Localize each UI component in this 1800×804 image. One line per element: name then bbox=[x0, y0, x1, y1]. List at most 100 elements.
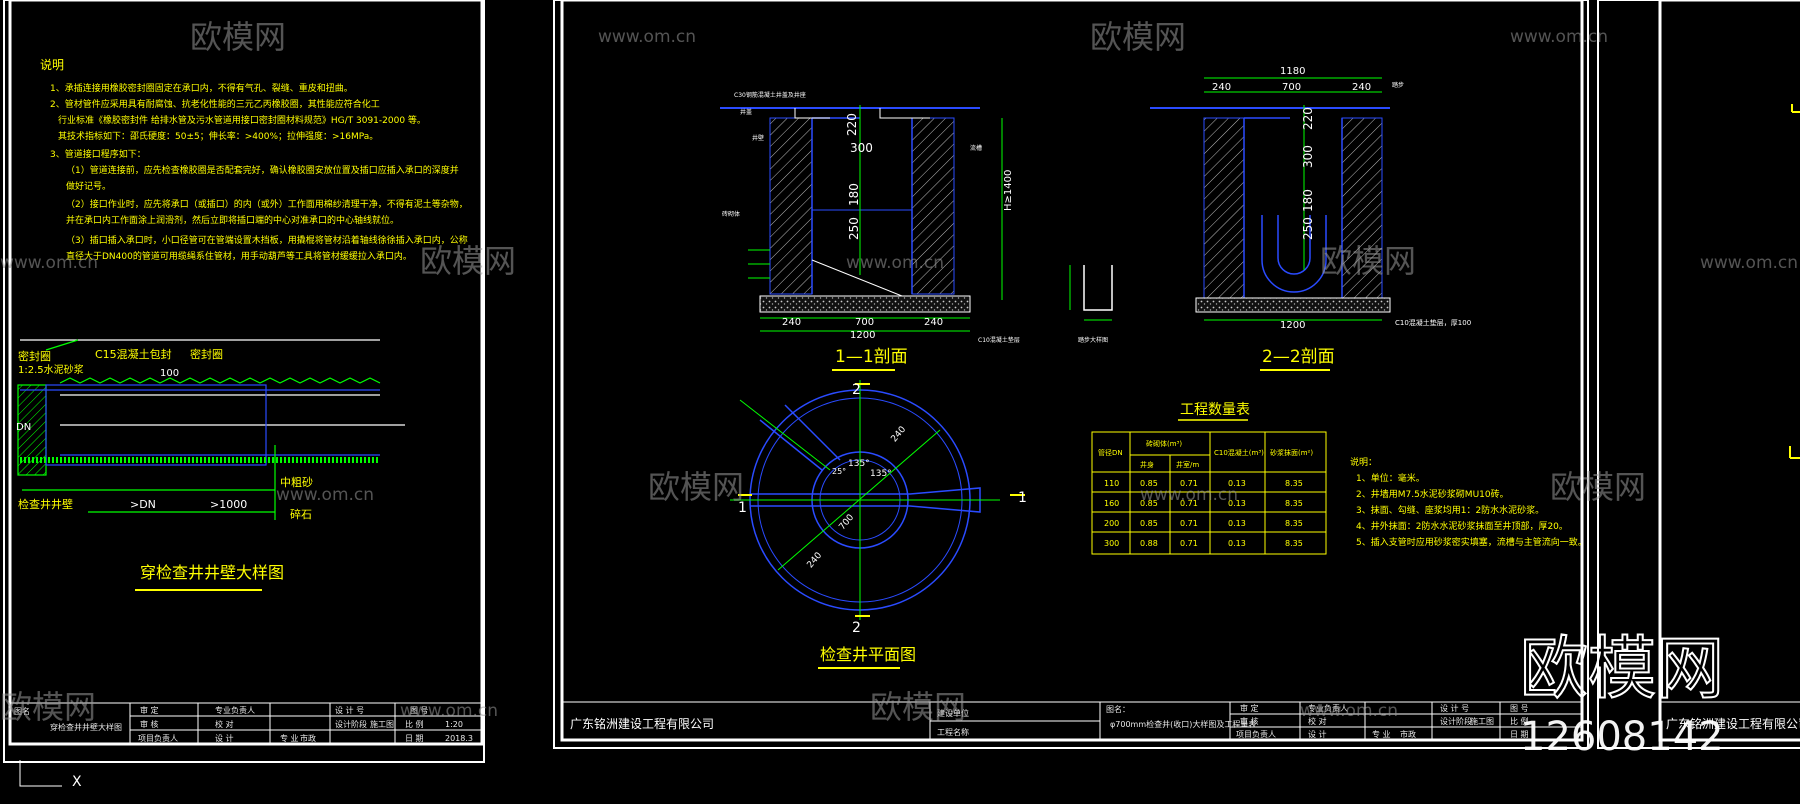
tb-cell: 校 对 bbox=[1308, 716, 1327, 726]
tb-name: φ700mm检查井(收口)大样图及工程量表 bbox=[1110, 719, 1256, 729]
table-cell: 8.35 bbox=[1285, 479, 1303, 488]
dim: 240 bbox=[782, 317, 801, 328]
dim: 25° bbox=[832, 467, 846, 476]
tb-cell: 建设单位 bbox=[937, 708, 969, 718]
label-seal-ring: 密封圈 bbox=[18, 349, 51, 363]
watermark: 欧模网 bbox=[1550, 468, 1646, 506]
label-dim-100: 100 bbox=[160, 368, 179, 379]
note-line: 2、管材管件应采用具有耐腐蚀、抗老化性能的三元乙丙橡胶圈，其性能应符合化工 bbox=[50, 98, 380, 110]
section-mark: 2 bbox=[852, 620, 861, 636]
tb-name: 穿检查井井壁大样图 bbox=[50, 722, 122, 732]
ucs-icon: X bbox=[19, 760, 82, 790]
table-cell: 0.71 bbox=[1180, 479, 1198, 488]
callout: 砖砌体 bbox=[722, 210, 740, 218]
dim: 1200 bbox=[1280, 320, 1305, 331]
table-cell: 0.13 bbox=[1228, 499, 1246, 508]
dim: 180 bbox=[847, 183, 861, 206]
table-cell: 0.71 bbox=[1180, 499, 1198, 508]
note-line: 5、插入支管时应用砂浆密实填塞，流槽与主管流向一致。 bbox=[1356, 536, 1587, 548]
label-concrete: C15混凝土包封 bbox=[95, 347, 172, 361]
center-notes: 说明： 1、单位：毫米。 2、井墙用M7.5水泥砂浆砌MU10砖。 3、抹面、勾… bbox=[1350, 456, 1587, 548]
note-line: 做好记号。 bbox=[66, 180, 111, 192]
table-cell: 0.85 bbox=[1140, 519, 1158, 528]
table-cell: 0.85 bbox=[1140, 479, 1158, 488]
step-detail: 踏步大样图 bbox=[1069, 265, 1113, 344]
watermark: 欧模网 bbox=[1090, 18, 1186, 56]
section-2-2 bbox=[1150, 77, 1391, 321]
label-gt-1000: >1000 bbox=[210, 498, 247, 511]
quantity-table: 工程数量表 管径DN 砖砌体(m³) C10混凝土(m³) 砂浆抹面(m²) 井… bbox=[1091, 402, 1327, 555]
center-titleblock-text: 广东铭洲建设工程有限公司 建设单位 工程名称 图名： φ700mm检查井(收口)… bbox=[570, 703, 1529, 739]
tb-cell: 日 期 bbox=[1510, 730, 1529, 739]
table-header: C10混凝土(m³) bbox=[1214, 448, 1264, 457]
tb-cell: 设 计 号 bbox=[1440, 703, 1469, 713]
table-cell: 0.13 bbox=[1228, 539, 1246, 548]
note-line: （2）接口作业时，应先将承口（或插口）的内（或外）工作面用棉纱清理干净，不得有泥… bbox=[66, 198, 468, 210]
tb-cell: 比 例 bbox=[1510, 716, 1529, 726]
note-line: 3、抹面、勾缝、座浆均用1：2防水水泥砂浆。 bbox=[1356, 504, 1544, 516]
tb-cell: 图 号 bbox=[1510, 704, 1529, 713]
watermark: 欧模网 bbox=[420, 242, 516, 280]
note-line: （1）管道连接前，应先检查橡胶圈是否配套完好，确认橡胶圈安放位置及插口应插入承口… bbox=[66, 164, 459, 176]
table-cell: 300 bbox=[1104, 539, 1119, 548]
watermark: 欧模网 bbox=[870, 688, 966, 726]
note-line: （3）插口插入承口时，小口径管可在管端设置木挡板，用撬棍将管材沿着轴线徐徐插入承… bbox=[66, 234, 468, 246]
watermark-id: 12608142 bbox=[1520, 714, 1724, 760]
tb-cell: 专业负责人 bbox=[1308, 703, 1348, 713]
table-header: 砂浆抹面(m²) bbox=[1270, 448, 1313, 457]
dim: 180 bbox=[1301, 189, 1315, 212]
section-2-2-text: 1180 240 700 240 220 300 180 250 1200 C1… bbox=[1212, 66, 1471, 371]
table-title: 工程数量表 bbox=[1180, 402, 1250, 418]
tb-cell: 比 例 bbox=[405, 719, 424, 729]
watermark: www.om.cn bbox=[0, 253, 98, 273]
table-cell: 0.88 bbox=[1140, 539, 1158, 548]
tb-cell: 2018.3 bbox=[445, 734, 473, 743]
note-line: 3、管道接口程序如下： bbox=[50, 148, 146, 160]
tb-name-label: 图名 bbox=[14, 706, 30, 716]
table-cell: 0.71 bbox=[1180, 519, 1198, 528]
tb-name-label: 图名： bbox=[1106, 704, 1130, 714]
watermark: www.om.cn bbox=[846, 253, 944, 273]
right-sheet: 广东铭洲建设工程有限公司 bbox=[1659, 104, 1800, 741]
dim: 300 bbox=[850, 141, 873, 155]
tb-cell: 施工图 bbox=[370, 719, 394, 729]
dim: 135° bbox=[870, 469, 892, 479]
watermark: www.om.cn bbox=[276, 485, 374, 505]
notes-block: 1、承插连接用橡胶密封圈固定在承口内，不得有气孔、裂缝、重皮和扭曲。 2、管材管… bbox=[50, 82, 468, 262]
table-cell: 8.35 bbox=[1285, 539, 1303, 548]
watermark: www.om.cn bbox=[1300, 701, 1398, 721]
dim: 220 bbox=[1301, 107, 1315, 130]
tb-cell: 市政 bbox=[300, 733, 316, 743]
manhole-plan-text: 2 2 1 1 240 700 240 135° 25° 135° 检查井平面图 bbox=[738, 382, 1027, 669]
company-name: 广东铭洲建设工程有限公司 bbox=[570, 716, 714, 731]
plan-title: 检查井平面图 bbox=[820, 645, 916, 664]
tb-cell: 审 核 bbox=[140, 719, 159, 729]
manhole-plan bbox=[730, 380, 1025, 620]
tb-cell: 图 号 bbox=[410, 706, 429, 715]
dim: 250 bbox=[1301, 217, 1315, 240]
tb-cell: 专业负责人 bbox=[215, 705, 255, 715]
label-mortar: 1:2.5水泥砂浆 bbox=[18, 363, 84, 376]
company-name: 广东铭洲建设工程有限公司 bbox=[1666, 716, 1800, 731]
dim: 1180 bbox=[1280, 66, 1305, 77]
table-cell: 0.13 bbox=[1228, 519, 1246, 528]
dim: 250 bbox=[847, 217, 861, 240]
tb-cell: 设计阶段 bbox=[335, 719, 367, 729]
watermark: 欧模网 bbox=[648, 468, 744, 506]
tb-cell: 项目负责人 bbox=[138, 733, 178, 743]
note-line: 1、承插连接用橡胶密封圈固定在承口内，不得有气孔、裂缝、重皮和扭曲。 bbox=[50, 82, 353, 94]
ucs-x-label: X bbox=[72, 774, 82, 790]
watermarks: 欧模网 www.om.cn 欧模网 www.om.cn www.om.cn 欧模… bbox=[0, 18, 1798, 760]
note-line: 其技术指标如下：邵氏硬度：50±5；伸长率：>400%；拉伸强度：>16MPa。 bbox=[58, 130, 378, 142]
watermark: 欧模网 bbox=[0, 688, 96, 726]
section-mark: 1 bbox=[1018, 490, 1027, 506]
watermark-big: 欧模网 bbox=[1520, 630, 1724, 709]
section-1-1-text: 300 220 180 250 240 700 240 1200 H≥1400 … bbox=[722, 91, 1020, 371]
table-cell: 0.13 bbox=[1228, 479, 1246, 488]
dim: 700 bbox=[1282, 82, 1301, 93]
table-header: 砖砌体(m³) bbox=[1146, 439, 1182, 448]
notes-title: 说明 bbox=[40, 57, 64, 72]
watermark: 欧模网 bbox=[1320, 242, 1416, 280]
tb-cell: 工程名称 bbox=[937, 727, 969, 737]
